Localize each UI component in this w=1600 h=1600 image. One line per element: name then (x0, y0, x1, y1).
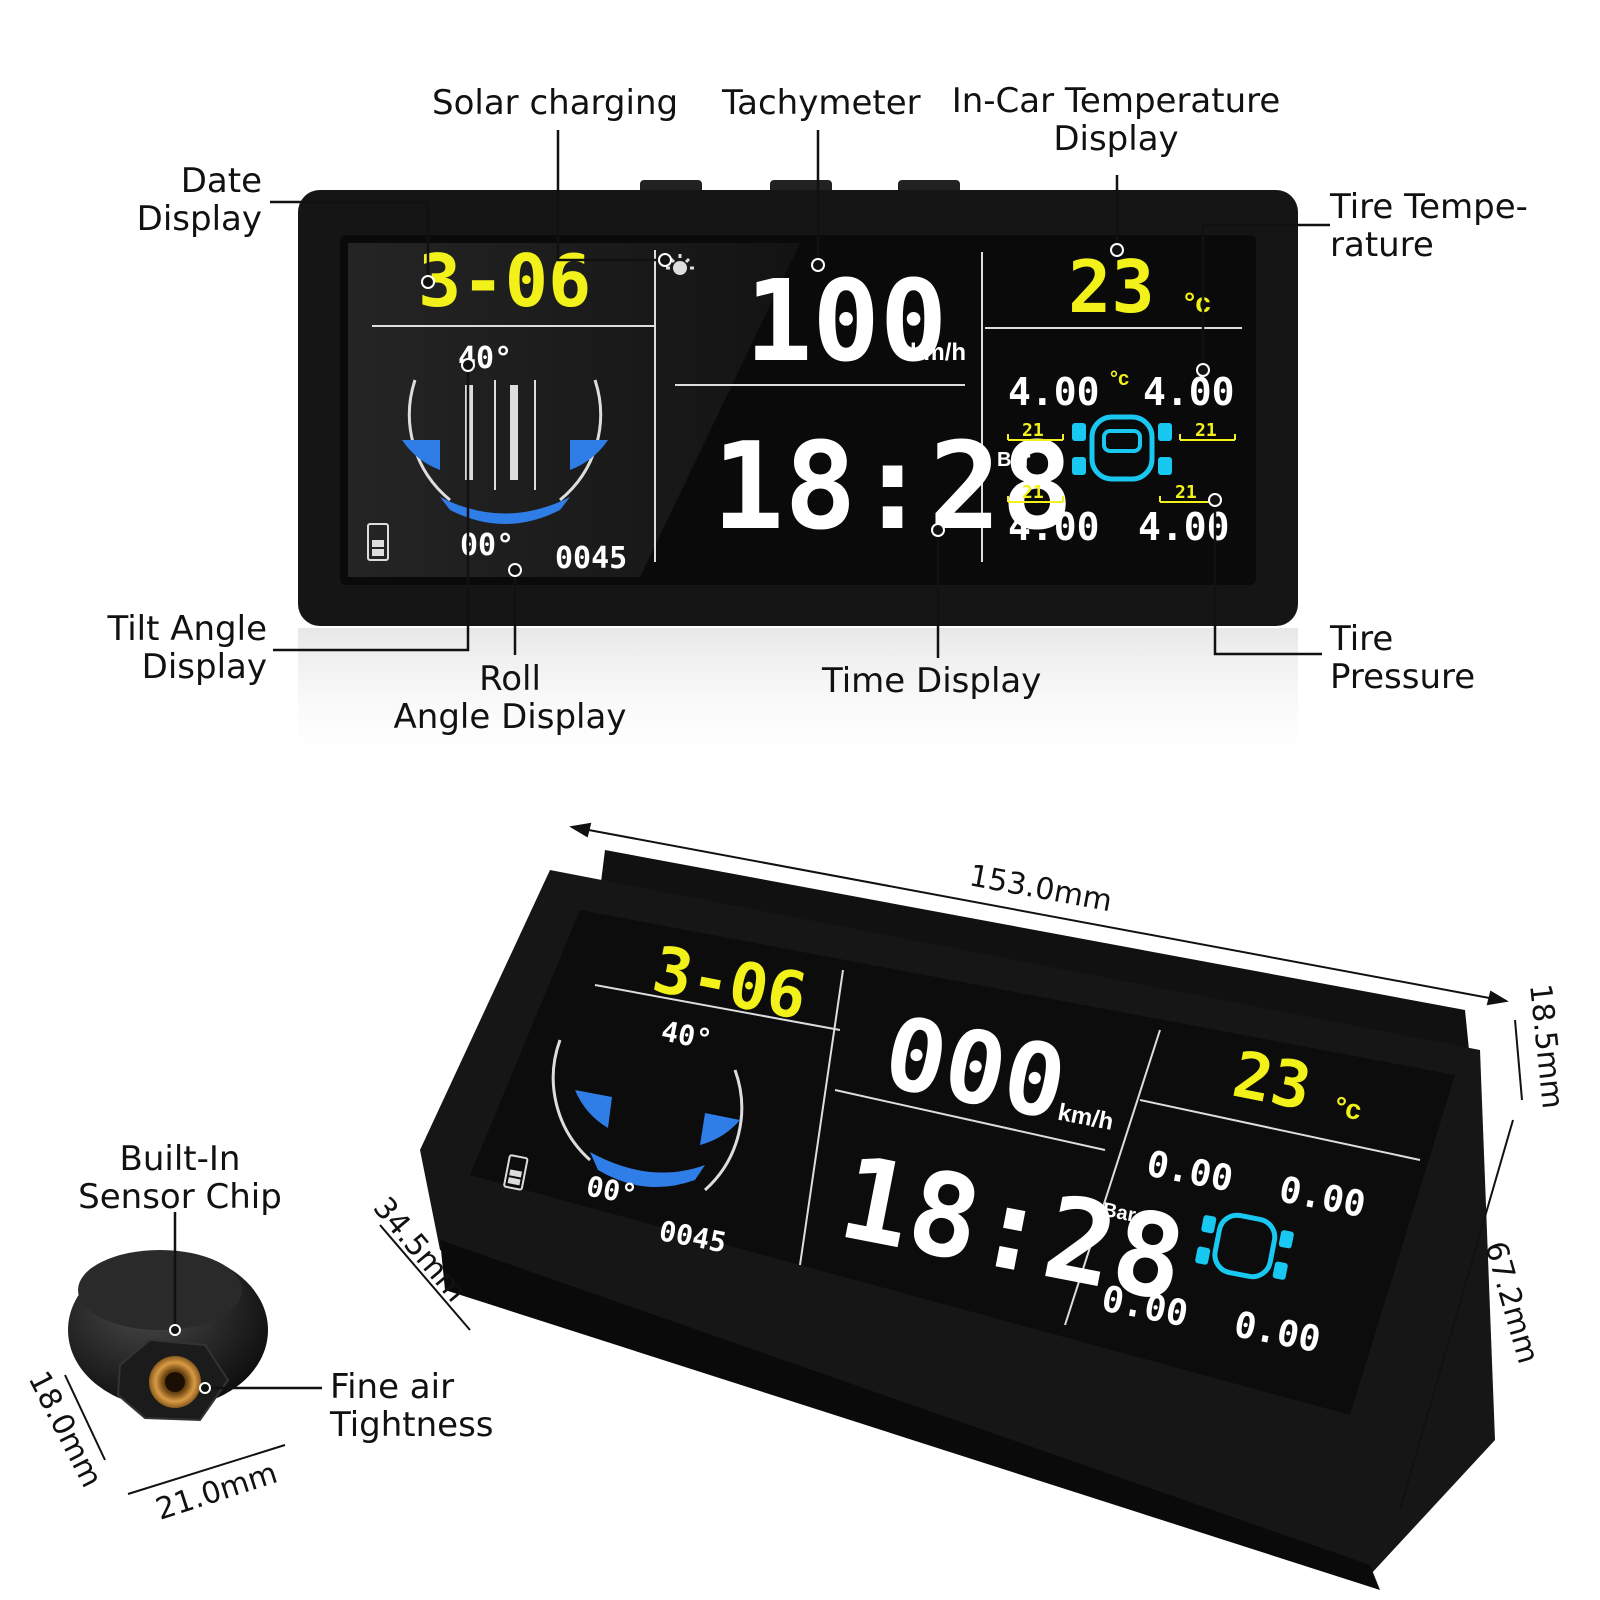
bottom-battery-icon (503, 1154, 529, 1191)
label-tilt-angle: Tilt Angle Display (60, 610, 267, 686)
tire-sensor (68, 1250, 268, 1422)
label-sensor-l1: Built-In (119, 1139, 241, 1179)
label-tire-pressure: Tire Pressure (1330, 620, 1475, 696)
top-altitude-value: 0045 (555, 541, 627, 576)
label-in-car-temperature-l2: Display (1053, 119, 1179, 159)
bottom-car-icon (1195, 1212, 1294, 1280)
top-sun-icon (666, 254, 694, 275)
bottom-screen (470, 910, 1455, 1415)
label-date-l1: Date (180, 161, 262, 201)
dimension-lines (64, 822, 1523, 1511)
top-device: 3-06 100 km/h 18:28 23 °c 4.00 4.00 4.00… (298, 180, 1298, 778)
top-tire-temp-rr: 21 (1175, 482, 1197, 503)
label-in-car-temperature-l1: In-Car Temperature (951, 81, 1281, 121)
top-tire-temp-unit-icon: °c (1110, 368, 1129, 390)
top-date-value: 3-06 (418, 239, 591, 323)
sensor-callout-lines (169, 1212, 322, 1394)
dim-depth-top: 18.5mm (1522, 982, 1570, 1110)
top-tire-rl: 4.00 (1008, 505, 1100, 549)
top-speed-value: 100 (745, 257, 947, 387)
label-roll-l2: Angle Display (393, 697, 627, 737)
top-tire-temp-rl: 21 (1022, 482, 1044, 503)
bottom-temp-unit: °c (1332, 1090, 1364, 1126)
top-tire-temp-fl: 21 (1022, 420, 1044, 441)
label-tilt-l1: Tilt Angle (107, 609, 267, 649)
label-roll-angle: Roll Angle Display (370, 660, 650, 736)
top-callout-lines (270, 130, 1330, 658)
top-callout-dots (421, 243, 1222, 577)
label-tire-temp-l1: Tire Tempe- (1330, 187, 1528, 227)
top-tire-fr: 4.00 (1143, 370, 1235, 414)
top-temp-value: 23 (1068, 245, 1155, 329)
bottom-inclinometer (551, 1039, 744, 1192)
dim-width: 153.0mm (967, 858, 1115, 919)
top-battery-icon (367, 523, 389, 561)
top-speed-unit: km/h (910, 339, 966, 366)
label-tilt-l2: Display (141, 647, 267, 687)
label-air-l2: Tightness (330, 1405, 494, 1445)
top-tire-temp-fr: 21 (1195, 420, 1217, 441)
label-roll-l1: Roll (479, 659, 541, 699)
top-car-icon (1072, 414, 1172, 482)
label-tire-pressure-l1: Tire (1330, 619, 1394, 659)
label-solar-charging: Solar charging (432, 83, 679, 123)
label-date-l2: Display (136, 199, 262, 239)
dim-sensor-h: 18.0mm (21, 1366, 109, 1493)
bottom-temp-value: 23 (1227, 1038, 1317, 1125)
label-sensor-l2: Sensor Chip (78, 1177, 282, 1217)
label-sensor-chip: Built-In Sensor Chip (60, 1140, 300, 1216)
label-air-tightness: Fine air Tightness (330, 1368, 494, 1444)
label-time-display: Time Display (822, 661, 1042, 701)
top-temp-unit: °c (1184, 287, 1211, 318)
label-tire-temp-l2: rature (1330, 225, 1434, 265)
label-air-l1: Fine air (330, 1367, 455, 1407)
top-tire-fl: 4.00 (1008, 370, 1100, 414)
top-time-value: 18:28 (712, 418, 1073, 557)
label-in-car-temperature: In-Car Temperature Display (946, 82, 1286, 158)
top-bar-unit: Bar (997, 449, 1031, 471)
label-tire-temperature: Tire Tempe- rature (1330, 188, 1528, 264)
label-date-display: Date Display (60, 162, 262, 238)
label-tachymeter: Tachymeter (722, 83, 921, 123)
label-tire-pressure-l2: Pressure (1330, 657, 1476, 697)
top-device-reflection (298, 628, 1298, 778)
top-tire-temp-marks (1007, 434, 1236, 503)
bottom-device: 3-06 000 km/h 18:28 23 °c 0.00 0.00 Bar … (420, 850, 1495, 1590)
